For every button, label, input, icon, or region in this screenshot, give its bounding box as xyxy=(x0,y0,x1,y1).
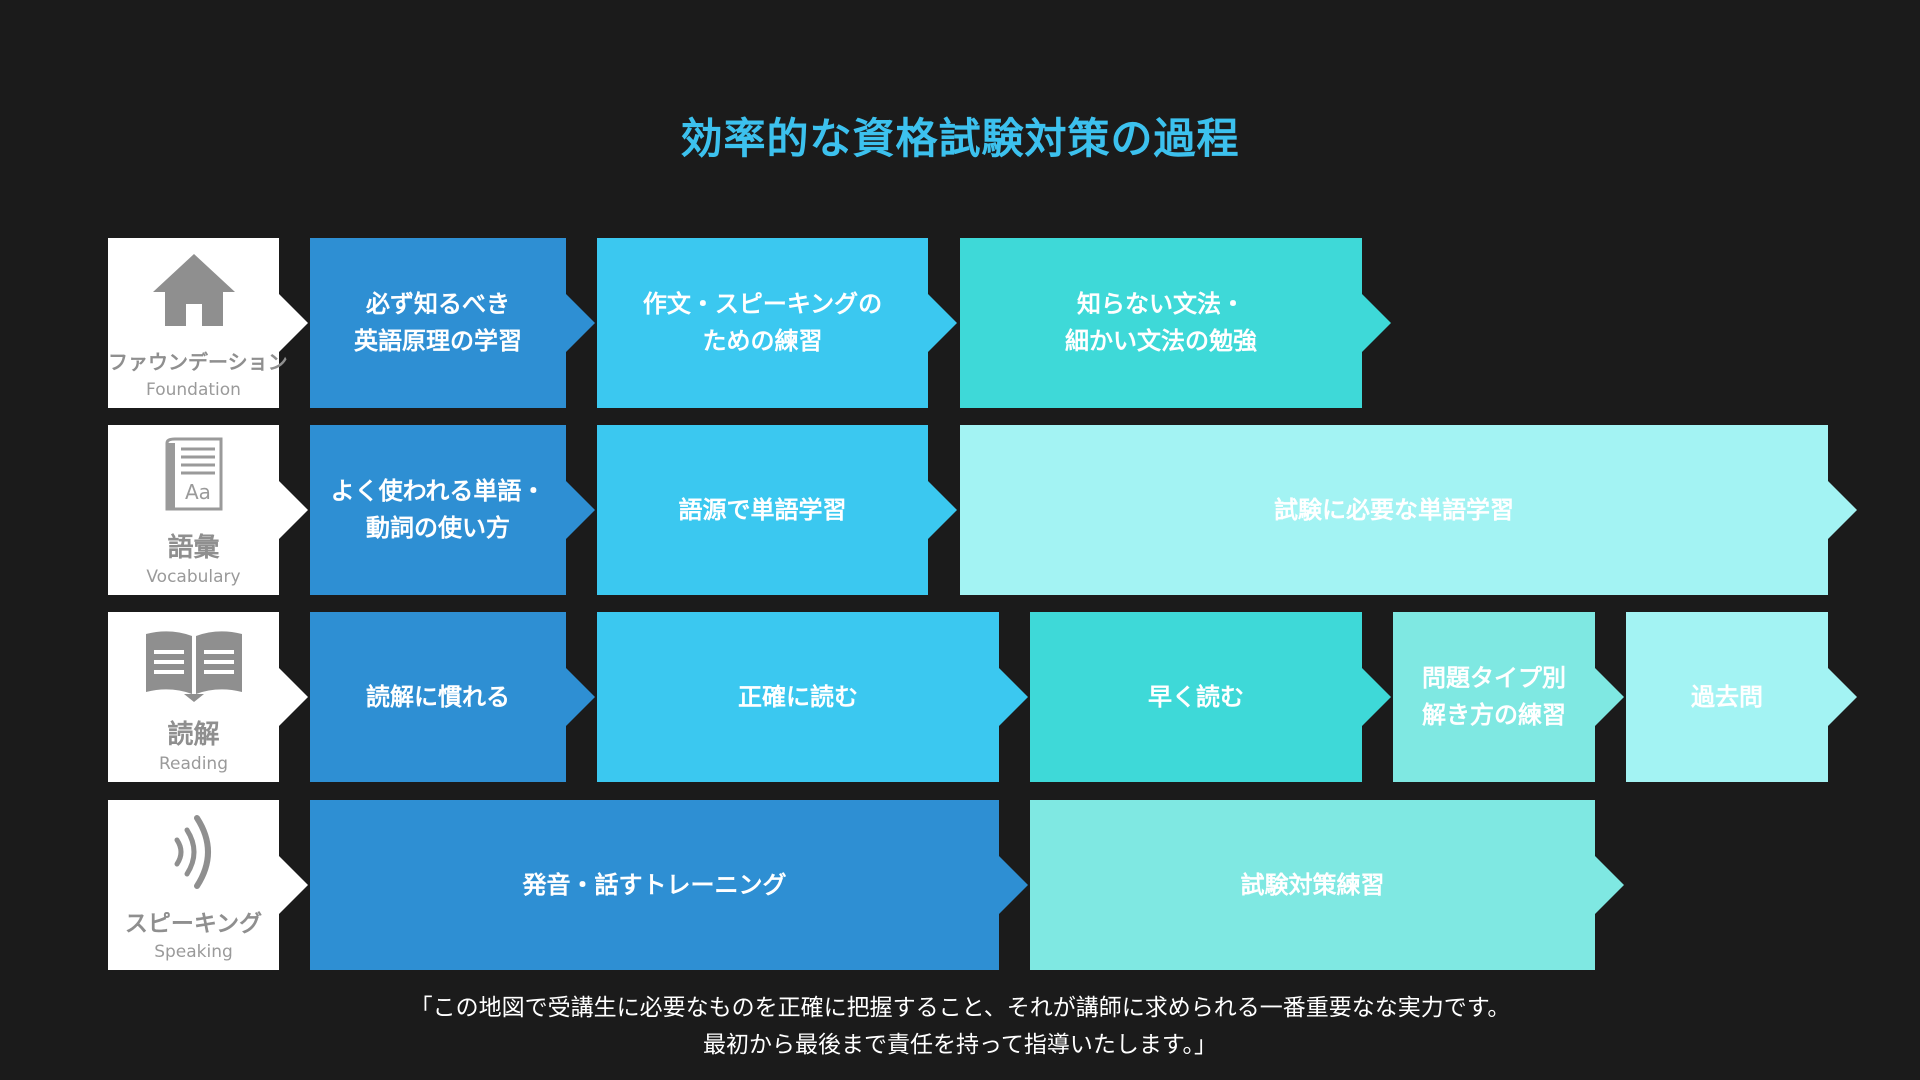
step-block: よく使われる単語・ 動詞の使い方 xyxy=(310,425,595,595)
step-block: 試験対策練習 xyxy=(1030,800,1624,970)
page-title: 効率的な資格試験対策の過程 xyxy=(680,114,1240,163)
step-block: 問題タイプ別 解き方の練習 xyxy=(1393,612,1624,782)
step-block: 過去問 xyxy=(1626,612,1857,782)
step-block: 必ず知るべき 英語原理の学習 xyxy=(310,238,595,408)
category-label: 語彙 xyxy=(167,533,220,563)
category-label: スピーキング xyxy=(124,911,263,937)
category-foundation: ファウンデーション Foundation xyxy=(108,238,308,408)
step-block: 作文・スピーキングの ための練習 xyxy=(597,238,957,408)
house-icon xyxy=(108,250,279,334)
category-label: ファウンデーション xyxy=(108,350,288,374)
book-dictionary-icon: Aa xyxy=(108,435,279,519)
step-block: 早く読む xyxy=(1030,612,1391,782)
sound-wave-icon xyxy=(108,810,279,898)
step-block: 知らない文法・ 細かい文法の勉強 xyxy=(960,238,1391,408)
footer-line: 最初から最後まで責任を持って指導いたします。」 xyxy=(702,1032,1218,1058)
category-sub-label: Reading xyxy=(158,754,228,774)
step-block: 語源で単語学習 xyxy=(597,425,957,595)
category-label: 読解 xyxy=(167,720,220,750)
category-sub-label: Foundation xyxy=(146,380,241,400)
footer-line: 「この地図で受講生に必要なものを正確に把握すること、それが講師に求められる一番重… xyxy=(409,995,1511,1021)
category-reading: 読解 Reading xyxy=(108,612,308,782)
step-block: 発音・話すトレーニング xyxy=(310,800,1028,970)
category-speaking: スピーキング Speaking xyxy=(108,800,308,970)
category-sub-label: Speaking xyxy=(154,942,233,962)
category-vocabulary: Aa 語彙 Vocabulary xyxy=(108,425,308,595)
category-sub-label: Vocabulary xyxy=(146,567,241,587)
svg-text:Aa: Aa xyxy=(185,480,211,504)
step-block: 試験に必要な単語学習 xyxy=(960,425,1857,595)
step-block: 読解に慣れる xyxy=(310,612,595,782)
open-book-icon xyxy=(108,628,279,708)
footer-quote: 「この地図で受講生に必要なものを正確に把握すること、それが講師に求められる一番重… xyxy=(0,990,1920,1064)
step-block: 正確に読む xyxy=(597,612,1028,782)
